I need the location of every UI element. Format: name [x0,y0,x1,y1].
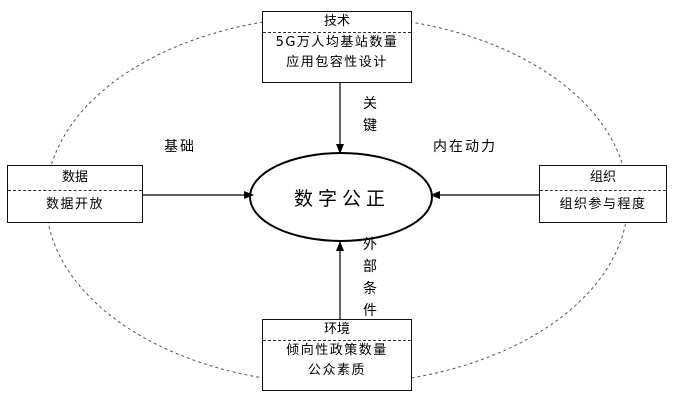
center-label: 数字公正 [293,187,390,210]
edge-label-tech: 关键 [363,96,377,134]
env-divider [263,340,411,341]
org-title: 组织 [589,170,616,185]
data-item: 数据开放 [45,197,104,212]
tech-divider [263,32,411,33]
edge-label-org: 内在动力 [433,139,497,155]
env-title: 环境 [323,322,350,337]
tech-item: 5G万人均基站数量 [275,35,399,50]
org-divider [540,190,666,191]
tech-item: 应用包容性设计 [286,55,388,70]
env-box: 环境 倾向性政策数量 公众素质 [262,319,412,391]
env-item: 公众素质 [307,363,366,378]
tech-title: 技术 [323,14,350,29]
org-item: 组织参与程度 [559,197,647,212]
tech-box: 技术 5G万人均基站数量 应用包容性设计 [262,11,412,83]
edge-label-data: 基础 [164,139,196,155]
env-item: 倾向性政策数量 [286,343,388,358]
data-divider [8,190,142,191]
data-title: 数据 [61,170,88,185]
data-box: 数据 数据开放 [7,165,143,223]
org-box: 组织 组织参与程度 [539,165,667,223]
edge-label-env: 外部条件 [363,237,377,319]
